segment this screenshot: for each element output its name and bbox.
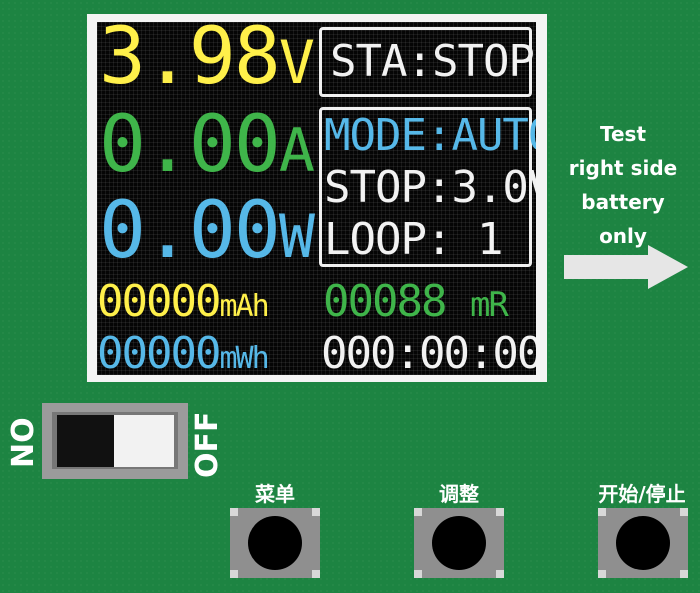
stop-voltage-text: STOP:3.0V (324, 162, 536, 213)
corner (496, 508, 504, 516)
voltage-value: 3.98 (99, 22, 281, 102)
note-line-4: only (599, 224, 647, 248)
corner (414, 570, 422, 578)
corner (230, 508, 238, 516)
start-stop-button-label: 开始/停止 (598, 482, 686, 506)
corner (598, 570, 606, 578)
switch-off-label: OFF (190, 411, 225, 479)
right-arrow-icon (564, 245, 688, 289)
current-value: 0.00 (99, 100, 281, 190)
note-line-3: battery (581, 190, 665, 214)
energy-readout: 00000mWh (97, 332, 270, 376)
start-stop-button[interactable] (598, 508, 688, 578)
switch-knob-on-side (57, 415, 114, 467)
current-readout: 0.00A (99, 106, 315, 186)
power-value: 0.00 (99, 186, 281, 276)
lcd-screen: 3.98V 0.00A 0.00W 00000mAh 00000mWh 0008… (97, 22, 536, 375)
current-unit: A (278, 116, 315, 186)
status-box: STA:STOP (319, 27, 535, 97)
switch-knob-off-side (114, 415, 174, 467)
voltage-readout: 3.98V (99, 22, 315, 98)
capacity-readout: 00000mAh (97, 280, 270, 324)
loop-text: LOOP: 1 (324, 214, 503, 265)
resistance-value: 00088 (323, 276, 447, 327)
capacity-unit: mAh (219, 289, 269, 324)
note-line-1: Test (599, 122, 646, 146)
adjust-button-cap[interactable] (432, 516, 486, 570)
resistance-readout: 00088 mR (323, 280, 509, 325)
switch-on-label: NO (6, 417, 41, 468)
menu-button[interactable] (230, 508, 320, 578)
test-note: Test right side battery only (548, 117, 698, 253)
power-readout: 0.00W (99, 192, 315, 272)
energy-unit: mWh (219, 341, 269, 375)
corner (230, 570, 238, 578)
corner (598, 508, 606, 516)
energy-value: 00000 (97, 328, 221, 376)
voltage-unit: V (278, 28, 315, 98)
menu-button-label: 菜单 (255, 482, 295, 506)
settings-box: MODE:AUTO STOP:3.0V LOOP: 1 (319, 107, 536, 267)
adjust-button[interactable] (414, 508, 504, 578)
status-text: STA:STOP (330, 36, 535, 87)
resistance-unit: mR (469, 285, 509, 325)
corner (496, 570, 504, 578)
mode-text: MODE:AUTO (324, 110, 536, 161)
capacity-value: 00000 (97, 276, 221, 327)
corner (680, 508, 688, 516)
corner (312, 570, 320, 578)
corner (680, 570, 688, 578)
corner (312, 508, 320, 516)
timer-readout: 000:00:00 (321, 328, 536, 376)
corner (414, 508, 422, 516)
adjust-button-label: 调整 (439, 482, 479, 506)
menu-button-cap[interactable] (248, 516, 302, 570)
start-stop-button-cap[interactable] (616, 516, 670, 570)
note-line-2: right side (568, 156, 678, 180)
power-unit: W (278, 202, 315, 272)
